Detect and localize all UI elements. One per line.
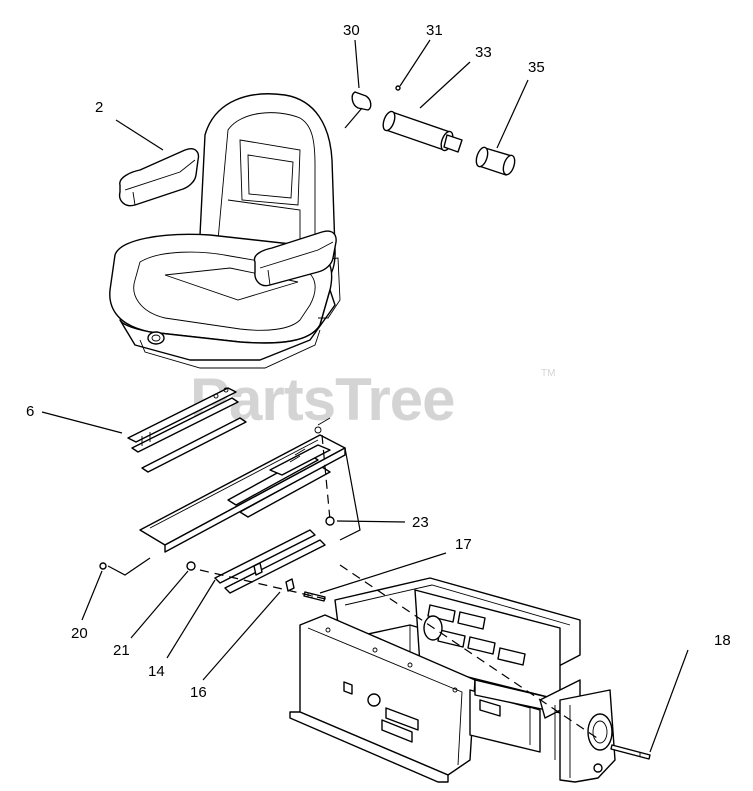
- seat-frame[interactable]: [289, 577, 581, 783]
- washer-21[interactable]: [186, 561, 196, 571]
- seat-base: [119, 289, 336, 361]
- leader-lines: [41, 39, 689, 753]
- callout-30[interactable]: 30: [343, 22, 360, 39]
- bolt-17[interactable]: [303, 591, 326, 602]
- callout-6[interactable]: 6: [26, 403, 34, 420]
- seat-switch-parts[interactable]: [344, 85, 517, 176]
- callout-23[interactable]: 23: [412, 514, 429, 531]
- seat-assembly[interactable]: [109, 93, 341, 369]
- callout-35[interactable]: 35: [528, 59, 545, 76]
- armrest-left[interactable]: [118, 148, 200, 207]
- callout-21[interactable]: 21: [113, 642, 130, 659]
- watermark-trademark: TM: [541, 368, 555, 379]
- callout-14[interactable]: 14: [148, 663, 165, 680]
- bolt-18[interactable]: [610, 744, 651, 760]
- callout-17[interactable]: 17: [455, 536, 472, 553]
- switch-clip[interactable]: [351, 91, 372, 111]
- switch-screw[interactable]: [395, 85, 401, 91]
- callout-16[interactable]: 16: [190, 684, 207, 701]
- switch-plunger-cap[interactable]: [474, 146, 517, 176]
- callout-33[interactable]: 33: [475, 44, 492, 61]
- seat-adjust-knob[interactable]: [147, 331, 165, 345]
- seat-slide-plate[interactable]: [139, 417, 346, 553]
- right-pivot-plate[interactable]: [559, 689, 616, 783]
- armrest-right[interactable]: [253, 230, 337, 287]
- seat-rails[interactable]: [127, 387, 247, 473]
- callout-31[interactable]: 31: [426, 22, 443, 39]
- callout-2[interactable]: 2: [95, 99, 103, 116]
- callout-20[interactable]: 20: [71, 625, 88, 642]
- nut-23[interactable]: [325, 516, 335, 526]
- callout-18[interactable]: 18: [714, 632, 731, 649]
- callouts: 2 30 31 33 35 6 23 17 20 21 14 16 18: [26, 22, 731, 701]
- seat-switch[interactable]: [381, 110, 463, 153]
- seat-mount-bracket[interactable]: [214, 447, 361, 594]
- washer-20[interactable]: [99, 562, 107, 570]
